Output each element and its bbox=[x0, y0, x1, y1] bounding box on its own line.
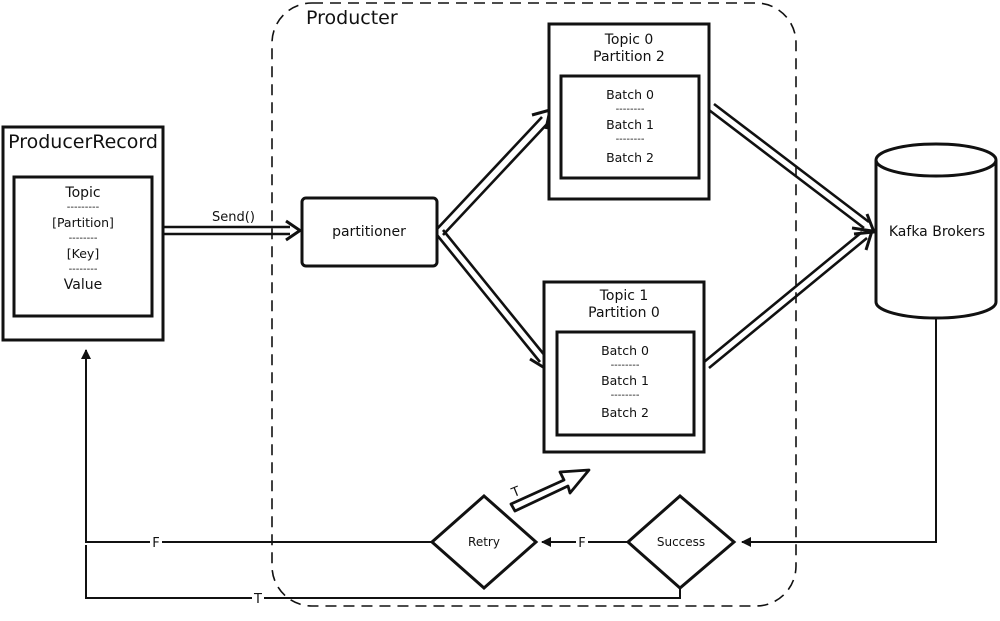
record-field-value: Value bbox=[64, 277, 102, 293]
arrow-retry-record bbox=[81, 349, 432, 543]
partitioner-label: partitioner bbox=[332, 224, 406, 240]
arrow-topic1-brokers bbox=[703, 226, 874, 370]
producer-boundary bbox=[271, 2, 797, 607]
record-field-partition: [Partition] bbox=[52, 215, 114, 230]
topic0-batch2: Batch 2 bbox=[606, 150, 654, 165]
arrow-brokers-success bbox=[741, 318, 937, 547]
topic0-batch-sep: -------- bbox=[616, 104, 645, 115]
retry-label: Retry bbox=[468, 535, 500, 549]
arrow-success-record bbox=[85, 545, 681, 599]
topic1-batch-sep: -------- bbox=[611, 360, 640, 371]
label-success-retry-f: F bbox=[578, 536, 585, 551]
topic1-batch0: Batch 0 bbox=[601, 343, 649, 358]
topic0-batch1: Batch 1 bbox=[606, 117, 654, 132]
record-field-key: [Key] bbox=[67, 246, 99, 261]
arrow-partitioner-topic1 bbox=[435, 229, 550, 373]
kafka-brokers-cylinder: Kafka Brokers bbox=[874, 142, 998, 320]
topic0-line1: Topic 0 bbox=[604, 32, 654, 48]
label-retry-topic-t: T bbox=[509, 484, 523, 501]
topic1-line2: Partition 0 bbox=[588, 305, 660, 321]
record-field-sep: -------- bbox=[69, 233, 98, 244]
arrow-partitioner-topic0 bbox=[436, 107, 552, 236]
producer-title: Producter bbox=[306, 7, 398, 29]
record-field-sep: -------- bbox=[69, 264, 98, 275]
label-success-record-t: T bbox=[253, 592, 262, 607]
send-arrow bbox=[164, 219, 303, 242]
record-field-sep: --------- bbox=[67, 202, 100, 213]
topic0-line2: Partition 2 bbox=[593, 49, 665, 65]
arrow-topic0-brokers bbox=[708, 102, 877, 236]
topic1-partition0: Topic 1 Partition 0 Batch 0 -------- Bat… bbox=[542, 280, 706, 454]
topic0-batch-sep: -------- bbox=[616, 134, 645, 145]
topic0-batch0: Batch 0 bbox=[606, 87, 654, 102]
arrow-retry-topic bbox=[509, 468, 591, 513]
topic1-line1: Topic 1 bbox=[599, 288, 649, 304]
record-field-topic: Topic bbox=[64, 185, 100, 201]
success-diamond: Success bbox=[625, 494, 737, 590]
topic0-partition2: Topic 0 Partition 2 Batch 0 -------- Bat… bbox=[547, 22, 711, 201]
producer-record: ProducerRecord Topic --------- [Partitio… bbox=[1, 125, 165, 342]
retry-diamond: Retry bbox=[429, 493, 539, 591]
topic1-batch-sep: -------- bbox=[611, 390, 640, 401]
topic1-batch1: Batch 1 bbox=[601, 373, 649, 388]
success-label: Success bbox=[657, 535, 705, 549]
kafka-brokers-label: Kafka Brokers bbox=[889, 224, 985, 240]
topic1-batch2: Batch 2 bbox=[601, 405, 649, 420]
label-retry-record-f: F bbox=[152, 536, 159, 551]
partitioner-box: partitioner bbox=[300, 196, 439, 268]
producer-record-title: ProducerRecord bbox=[8, 131, 158, 153]
send-label: Send() bbox=[212, 210, 255, 225]
